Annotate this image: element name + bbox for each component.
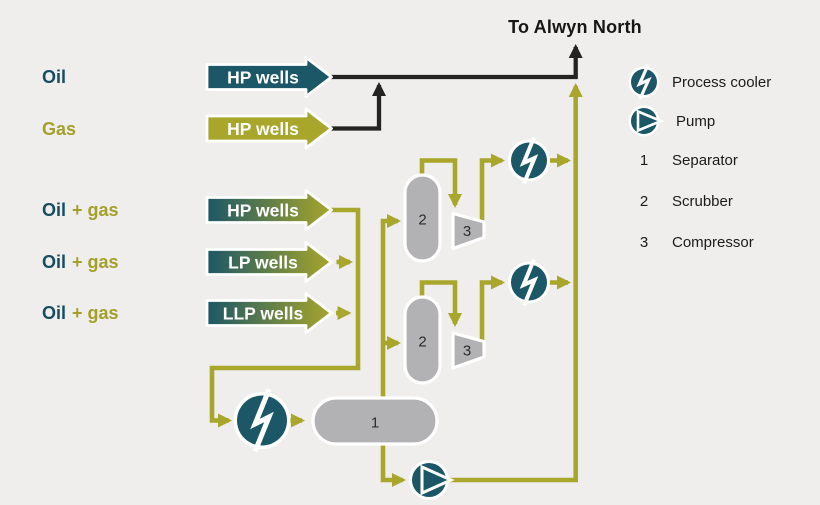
- scrubber-upper-to-compressor-line: [419, 158, 462, 208]
- stream-label-oil-gas-1: Oil + gas: [42, 199, 119, 221]
- legend-key: 2: [639, 193, 649, 210]
- stream-label-part: Oil: [42, 199, 67, 220]
- legend-label: Separator: [672, 152, 738, 169]
- legend-row-process-cooler: Process cooler: [626, 63, 771, 101]
- compressor-upper: [451, 211, 486, 251]
- oil-export-line: [331, 44, 583, 80]
- gas-export-line: [331, 82, 386, 131]
- legend-row-scrubber: 2 Scrubber: [626, 193, 733, 210]
- process-cooler-lower-icon: [508, 258, 550, 307]
- stream-label-part: Gas: [42, 118, 77, 139]
- compressor-lower-number: 3: [463, 343, 471, 360]
- stream-label-oil-gas-3: Oil + gas: [42, 302, 119, 324]
- legend-label: Process cooler: [672, 73, 772, 91]
- separator-number: 1: [371, 415, 379, 432]
- stream-label-part: + gas: [72, 251, 119, 272]
- scrubber-lower-to-compressor-line: [419, 280, 462, 327]
- stream-label-part: Oil: [42, 251, 67, 272]
- stream-label-oil-gas-2: Oil + gas: [42, 251, 119, 273]
- compressor-lower-to-cooler-line: [479, 275, 505, 344]
- stream-label-part: + gas: [72, 302, 119, 323]
- well-arrow-hp-oil: [205, 56, 333, 98]
- legend-label: Compressor: [672, 234, 754, 251]
- pump-legend-icon: [628, 105, 665, 137]
- scrubber-lower-number: 2: [418, 334, 426, 351]
- well-arrow-label: HP wells: [227, 119, 299, 139]
- compressor-upper-number: 3: [463, 223, 471, 240]
- hp-feed-line: [209, 207, 361, 428]
- well-arrow-label: HP wells: [227, 68, 299, 88]
- scrubber-lower-vessel: [403, 295, 442, 385]
- process-cooler-upper-icon: [508, 136, 550, 185]
- well-arrow-llp-oilgas: [205, 292, 333, 334]
- well-arrow-label: LLP wells: [223, 304, 304, 324]
- legend-key: 3: [639, 234, 649, 251]
- compressor-lower: [451, 331, 486, 370]
- legend-row-pump: Pump: [626, 102, 715, 140]
- page-title: To Alwyn North: [508, 17, 642, 37]
- well-arrow-hp-oilgas: [205, 189, 333, 231]
- stream-label-part: + gas: [72, 199, 119, 220]
- inlet-process-cooler-icon: [233, 388, 291, 453]
- scrubber-upper-vessel: [403, 173, 442, 263]
- well-arrow-hp-gas: [205, 107, 333, 150]
- stream-label-part: Oil: [42, 302, 67, 323]
- riser-line-to-alwyn: [447, 83, 583, 483]
- well-arrow-lp-oilgas: [205, 241, 333, 283]
- pump-icon: [409, 460, 455, 500]
- legend-row-separator: 1 Separator: [626, 152, 738, 169]
- legend-label: Pump: [676, 112, 716, 130]
- stream-label-oil: Oil: [42, 66, 66, 88]
- legend-key: 1: [639, 152, 649, 169]
- separator-vessel: [311, 396, 439, 446]
- stream-label-gas: Gas: [42, 118, 76, 140]
- legend-row-compressor: 3 Compressor: [626, 234, 754, 251]
- compressor-upper-to-cooler-line: [479, 153, 505, 225]
- separator-to-pump-line: [380, 440, 406, 487]
- scrubber-upper-number: 2: [418, 212, 426, 229]
- separator-to-scrubbers-line: [380, 214, 401, 402]
- stream-label-part: Oil: [42, 66, 67, 87]
- well-arrow-label: HP wells: [227, 201, 299, 221]
- process-cooler-legend-icon: [628, 64, 660, 100]
- well-arrow-label: LP wells: [228, 253, 298, 273]
- legend-label: Scrubber: [672, 193, 733, 210]
